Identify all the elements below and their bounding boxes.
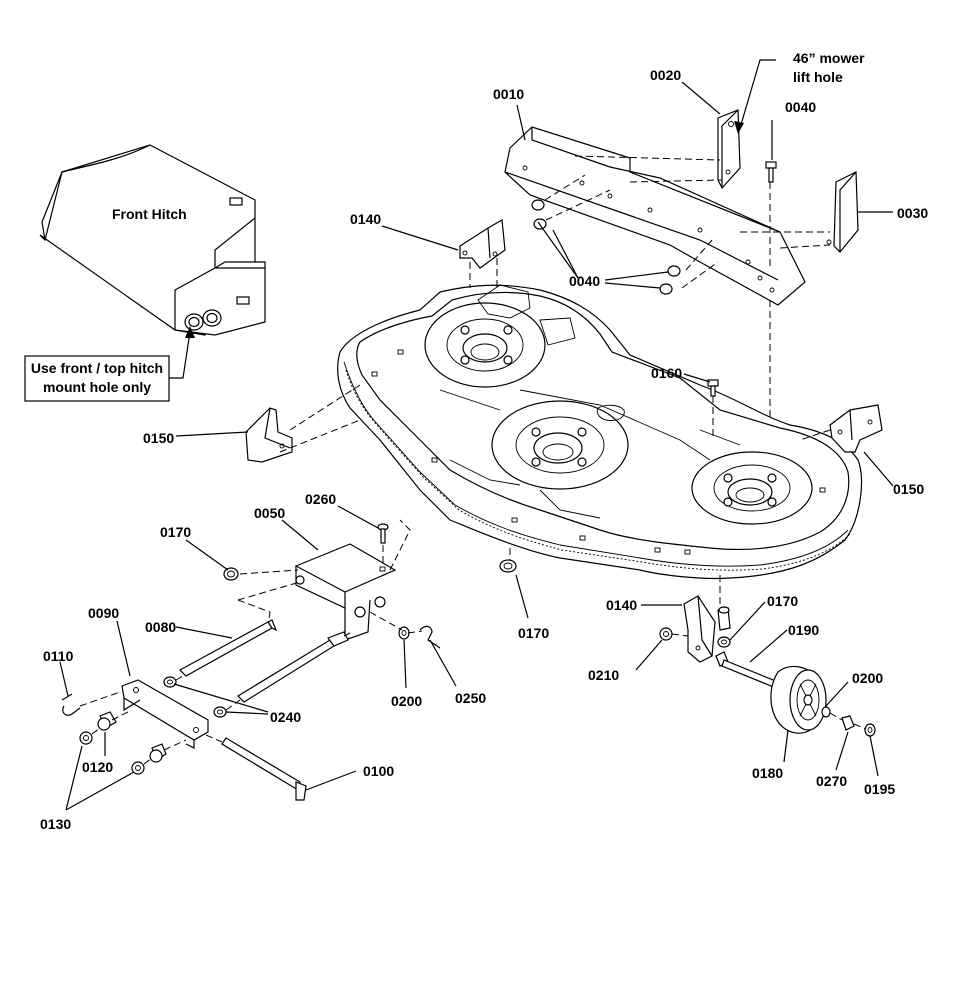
lift-hole-note-line2: lift hole	[793, 69, 843, 85]
nuts-0040-drawing	[531, 199, 681, 295]
label-0170-mid: 0170	[518, 625, 549, 641]
label-0010: 0010	[493, 86, 524, 102]
bracket-0140-bottom-drawing	[683, 595, 716, 663]
label-0120: 0120	[82, 759, 113, 775]
front-hitch-drawing	[39, 144, 266, 336]
label-0040-mid: 0040	[569, 273, 600, 289]
bolt-0040-drawing	[765, 161, 777, 183]
label-0190: 0190	[788, 622, 819, 638]
label-0200-right: 0200	[852, 670, 883, 686]
label-0110: 0110	[43, 648, 74, 664]
label-0100: 0100	[363, 763, 394, 779]
front-hitch-label: Front Hitch	[112, 206, 187, 222]
washer-0200-right-drawing	[821, 706, 831, 718]
label-0130: 0130	[40, 816, 71, 832]
label-0150-right: 0150	[893, 481, 924, 497]
label-0250: 0250	[455, 690, 486, 706]
clip-0195-drawing	[864, 723, 876, 737]
hitch-hole-note-line1: Use front / top hitch	[31, 360, 163, 376]
lift-plate-0030-drawing	[826, 171, 859, 253]
label-0270: 0270	[816, 773, 847, 789]
label-0050: 0050	[254, 505, 285, 521]
label-0240: 0240	[270, 709, 301, 725]
label-0200-mid: 0200	[391, 693, 422, 709]
nut-0210-drawing	[659, 627, 673, 641]
label-0260: 0260	[305, 491, 336, 507]
lift-plate-0020-drawing	[717, 109, 741, 190]
bracket-0150-left-drawing	[245, 407, 293, 463]
label-0090: 0090	[88, 605, 119, 621]
label-0030: 0030	[897, 205, 928, 221]
washer-0130-drawing	[79, 731, 145, 775]
lift-bracket-drawing	[504, 126, 806, 306]
label-0210: 0210	[588, 667, 619, 683]
label-0020: 0020	[650, 67, 681, 83]
rod-0080-drawing	[179, 619, 349, 703]
label-0140-bottom: 0140	[606, 597, 637, 613]
label-0160: 0160	[651, 365, 682, 381]
rod-0100-drawing	[221, 737, 307, 801]
label-0170-right: 0170	[767, 593, 798, 609]
label-0150-left: 0150	[143, 430, 174, 446]
nut-0170-left-drawing	[223, 567, 239, 581]
hitch-hole-note-line2: mount hole only	[43, 379, 151, 395]
spacer-0170-right-drawing	[717, 606, 731, 648]
clip-0110-drawing	[61, 693, 81, 716]
lift-hole-note-line1: 46” mower	[793, 50, 865, 66]
label-0040-top: 0040	[785, 99, 816, 115]
hitch-hole-callout-box	[24, 326, 195, 402]
leader-lines	[59, 59, 894, 811]
label-0140-top: 0140	[350, 211, 381, 227]
cotter-pin-0250-drawing	[419, 625, 441, 649]
bracket-0150-right-drawing	[829, 404, 883, 453]
mower-deck-drawing	[337, 284, 863, 580]
label-0170-left: 0170	[160, 524, 191, 540]
label-0195: 0195	[864, 781, 895, 797]
wheel-0180-drawing	[770, 665, 827, 734]
nut-0170-deck-drawing	[499, 559, 517, 573]
label-0180: 0180	[752, 765, 783, 781]
spacer-0270-drawing	[841, 715, 855, 731]
label-0080: 0080	[145, 619, 176, 635]
bushing-0120-drawing	[97, 711, 167, 763]
bracket-0050-drawing	[294, 543, 397, 641]
axle-bolt-0190-drawing	[715, 651, 779, 689]
bracket-0140-top-drawing	[459, 219, 506, 269]
bracket-0090-drawing	[121, 679, 209, 749]
bolt-0260-drawing	[377, 523, 389, 544]
